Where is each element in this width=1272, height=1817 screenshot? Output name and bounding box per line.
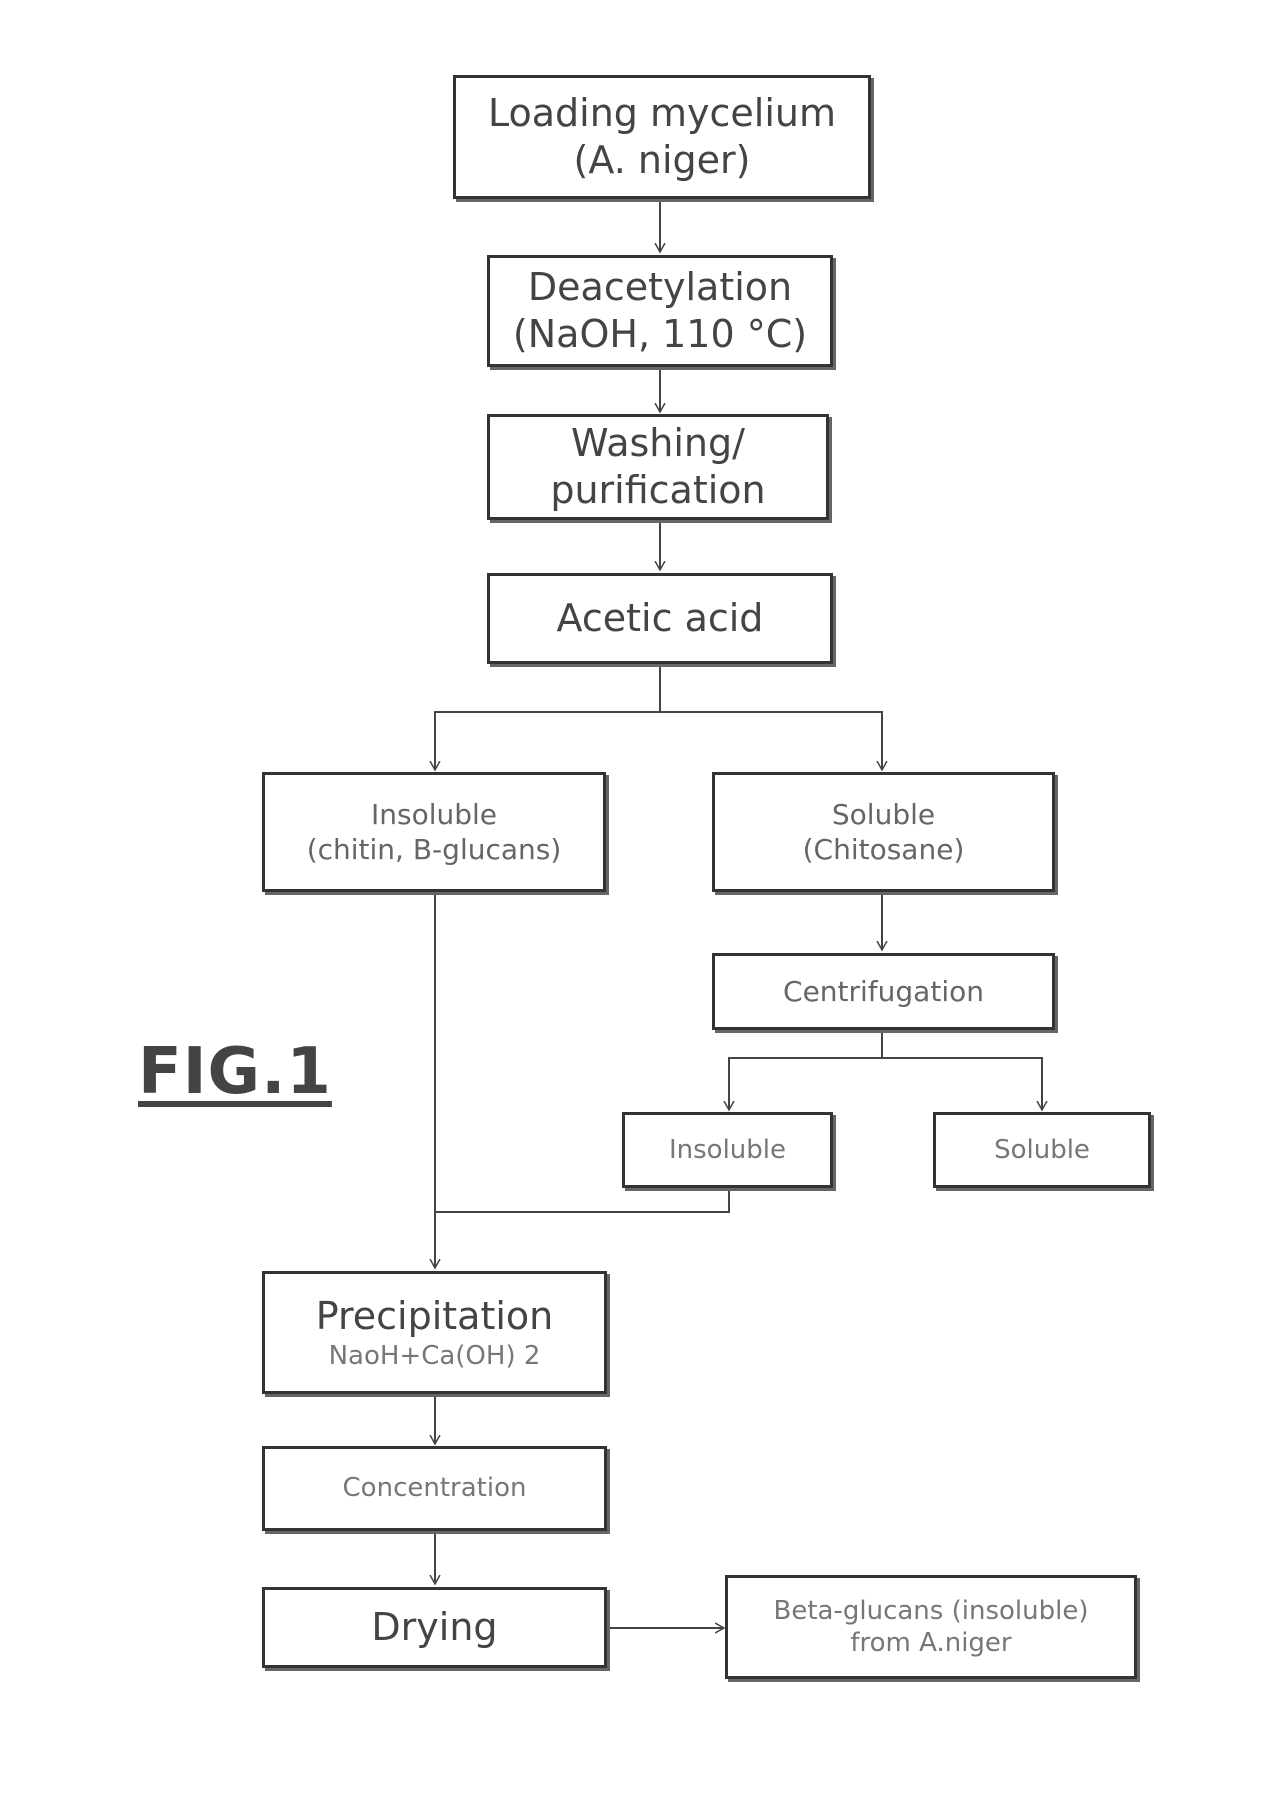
acetic-acid-label: Acetic acid <box>557 595 764 643</box>
beta-glucans-sublabel: from A.niger <box>850 1627 1011 1660</box>
precipitation-reagents: NaoH+Ca(OH) 2 <box>329 1340 541 1373</box>
centrifugation-box: Centrifugation <box>712 953 1055 1030</box>
insoluble-sub-label: Insoluble <box>669 1134 786 1167</box>
washing-purification-box: Washing/ purification <box>487 414 829 520</box>
purification-label: purification <box>550 467 765 515</box>
loading-mycelium-label: Loading mycelium <box>488 90 836 138</box>
deacetylation-sublabel: (NaOH, 110 °C) <box>513 311 807 359</box>
beta-glucans-box: Beta-glucans (insoluble) from A.niger <box>725 1575 1137 1679</box>
figure-label: FIG.1 <box>138 1035 332 1109</box>
precipitation-label: Precipitation <box>316 1293 554 1341</box>
insoluble-sub-box: Insoluble <box>622 1112 833 1188</box>
beta-glucans-label: Beta-glucans (insoluble) <box>774 1595 1089 1628</box>
soluble-main-box: Soluble (Chitosane) <box>712 772 1055 892</box>
split-centrifugation <box>729 1030 882 1110</box>
soluble-sub-label: Soluble <box>994 1134 1090 1167</box>
insoluble-main-sublabel: (chitin, B-glucans) <box>307 832 562 867</box>
insoluble-main-box: Insoluble (chitin, B-glucans) <box>262 772 606 892</box>
drying-box: Drying <box>262 1587 607 1668</box>
deacetylation-label: Deacetylation <box>528 264 792 312</box>
loading-mycelium-box: Loading mycelium (A. niger) <box>453 75 871 199</box>
loading-mycelium-sublabel: (A. niger) <box>574 137 751 185</box>
centrifugation-label: Centrifugation <box>783 974 984 1009</box>
deacetylation-box: Deacetylation (NaOH, 110 °C) <box>487 255 833 367</box>
concentration-box: Concentration <box>262 1446 607 1531</box>
soluble-main-sublabel: (Chitosane) <box>803 832 965 867</box>
soluble-sub-box: Soluble <box>933 1112 1151 1188</box>
split-centrifugation-right <box>882 1058 1042 1110</box>
split-acetic-acid-right <box>660 712 882 770</box>
precipitation-box: Precipitation NaoH+Ca(OH) 2 <box>262 1271 607 1394</box>
concentration-label: Concentration <box>343 1472 527 1505</box>
drying-label: Drying <box>371 1604 497 1652</box>
split-acetic-acid <box>435 665 660 770</box>
insoluble-main-label: Insoluble <box>371 797 497 832</box>
washing-label: Washing/ <box>571 420 745 468</box>
soluble-main-label: Soluble <box>832 797 935 832</box>
acetic-acid-box: Acetic acid <box>487 573 833 664</box>
line-insoluble-sub-join <box>435 1188 729 1212</box>
